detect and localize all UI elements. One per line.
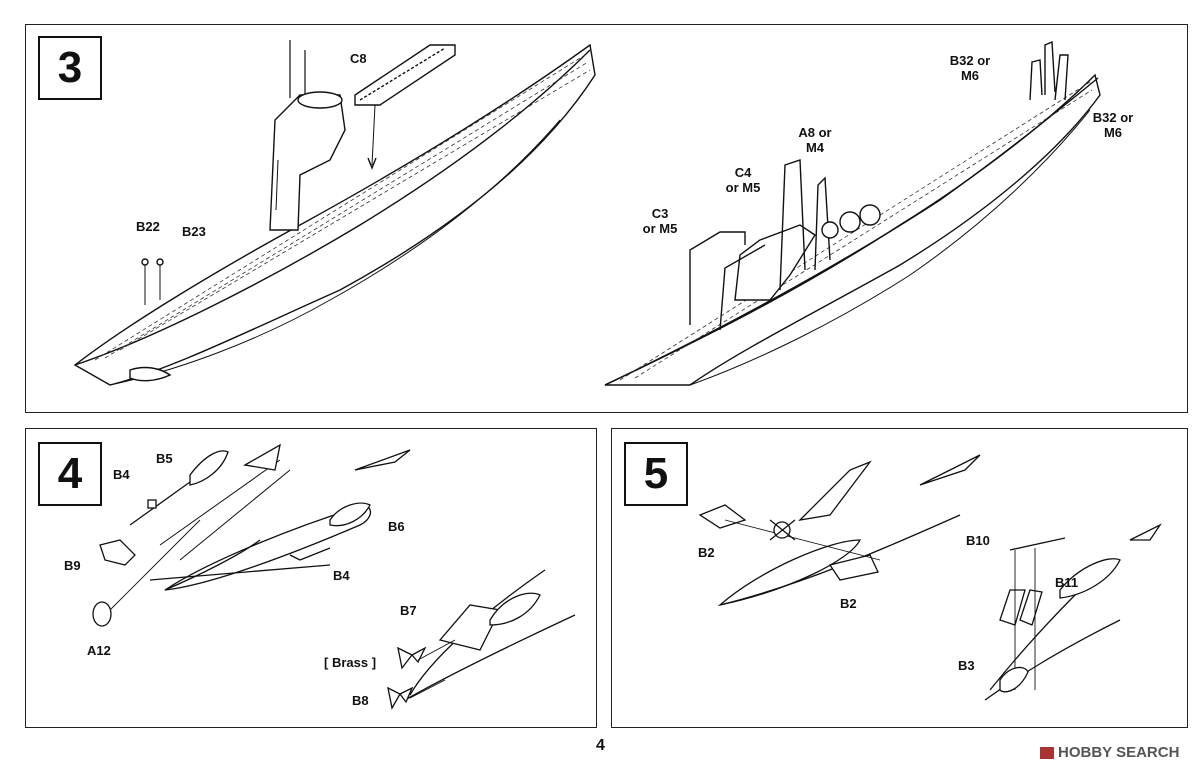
label-b8: B8 (352, 693, 369, 708)
step-3-number: 3 (38, 36, 102, 100)
rudder-assembly-drawing (92, 443, 576, 710)
step-4-number: 4 (38, 442, 102, 506)
step-3-panel (25, 24, 1188, 413)
label-b6: B6 (388, 519, 405, 534)
label-line: B32 or (1092, 110, 1134, 125)
label-b11: B11 (1055, 575, 1079, 590)
label-b10: B10 (966, 533, 990, 548)
label-line: M6 (960, 68, 980, 83)
label-line: or M5 (642, 221, 678, 236)
stern-planes-drawing (698, 454, 1162, 701)
submarine-stern-drawing (604, 40, 1101, 386)
label-c8: C8 (350, 51, 367, 66)
step-5-number: 5 (624, 442, 688, 506)
label-b23: B23 (182, 224, 206, 239)
watermark: HOBBY SEARCH (1040, 744, 1179, 761)
label-a8-or-m4: A8 or M4 (790, 125, 840, 155)
step-4-panel (25, 428, 597, 728)
label-b2-right: B2 (840, 596, 857, 611)
label-line: or M5 (725, 180, 761, 195)
hobby-search-logo-icon (1040, 747, 1054, 760)
watermark-text: HOBBY SEARCH (1058, 744, 1180, 761)
label-a12: A12 (87, 643, 111, 658)
label-line: M6 (1103, 125, 1123, 140)
page-number: 4 (596, 737, 605, 754)
label-b2-left: B2 (698, 545, 715, 560)
label-line: C3 (651, 206, 669, 221)
label-b7: B7 (400, 603, 417, 618)
label-line: C4 (734, 165, 752, 180)
label-b32-or-m6-top: B32 or M6 (940, 53, 1000, 83)
label-b4-bottom: B4 (333, 568, 350, 583)
label-c3-or-m5: C3 or M5 (635, 206, 685, 236)
label-b5: B5 (156, 451, 173, 466)
label-b3: B3 (958, 658, 975, 673)
label-b22: B22 (136, 219, 160, 234)
label-b32-or-m6-right: B32 or M6 (1083, 110, 1143, 140)
label-b4-top: B4 (113, 467, 130, 482)
label-line: A8 or (798, 125, 832, 140)
label-line: M4 (805, 140, 825, 155)
label-line: B32 or (949, 53, 991, 68)
label-c4-or-m5: C4 or M5 (718, 165, 768, 195)
label-brass: [ Brass ] (324, 655, 377, 670)
label-b9: B9 (64, 558, 81, 573)
submarine-bow-drawing (73, 40, 596, 386)
